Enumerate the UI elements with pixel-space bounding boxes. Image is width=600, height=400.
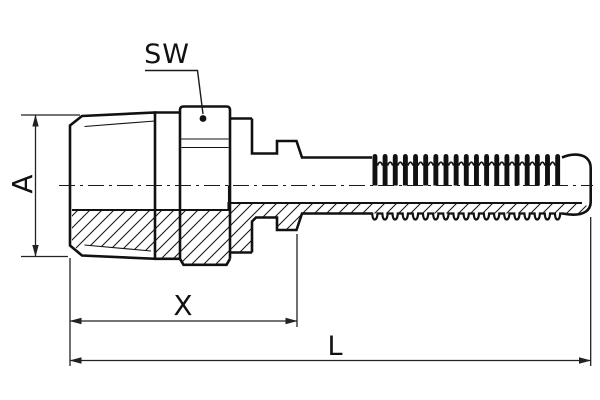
dimension-x [69,234,298,366]
dimension-l [69,217,592,366]
rib-groove-arc [478,161,485,166]
hex-nut [178,105,232,267]
rib-groove-arc [528,161,536,166]
rib-bar [545,154,550,186]
a-arrow-up [32,114,39,127]
x-arrow-right [285,317,298,325]
l-arrow-left [69,357,82,364]
sw-leader-line [145,69,204,115]
label-a: A [6,174,39,193]
rib-bar [534,154,540,186]
rib-bar [453,154,459,186]
rib-bar [494,154,500,186]
rib-bar [402,154,408,186]
rib-bar [555,154,561,186]
rib-bar [504,154,510,186]
section-hatch [72,203,588,265]
label-l: L [327,331,342,362]
rib-bar [423,154,429,186]
rib-groove-arc [549,161,557,166]
rib-bar [433,154,439,186]
rib-groove-arc [407,161,414,166]
a-arrow-down [32,245,39,257]
rib-groove-arc [396,161,404,166]
rib-bar [443,154,449,186]
thread-minor-lines [84,120,156,252]
x-arrow-left [69,317,82,325]
rib-bar [474,154,479,186]
rib-groove-arc [437,161,445,166]
rib-bar [463,154,469,186]
rib-groove-arc [467,161,475,166]
shoulder [155,111,180,261]
serrated-underside [371,212,563,221]
stem-profile [230,117,372,254]
sw-callout [145,69,207,122]
rib-bar [372,154,378,186]
rib-bar [514,154,520,186]
rib-groove-arc [498,161,506,166]
rib-bar [484,154,490,186]
rib-groove-arc [518,161,526,166]
rib-groove-arc [376,161,384,166]
rib-bar [524,154,530,186]
rib-groove-arc [488,161,496,166]
bore-lines [72,185,582,212]
label-sw: SW [144,39,190,70]
rib-groove-arc [538,161,546,166]
rib-groove-arc [417,161,425,166]
rib-groove-arc [427,161,435,166]
rib-bar [413,154,418,186]
rib-groove-arc [457,161,465,166]
label-x: X [173,289,192,322]
rib-bar [382,154,388,186]
rib-groove-arc [447,161,455,166]
dimension-a [21,114,80,258]
sw-leader-dot [199,115,207,122]
hex-face-lines [181,138,229,149]
rib-groove-arc [386,161,394,166]
rib-bar [392,154,398,186]
rib-groove-arc [508,161,516,166]
l-arrow-right [579,357,592,364]
rib-section [372,154,561,186]
